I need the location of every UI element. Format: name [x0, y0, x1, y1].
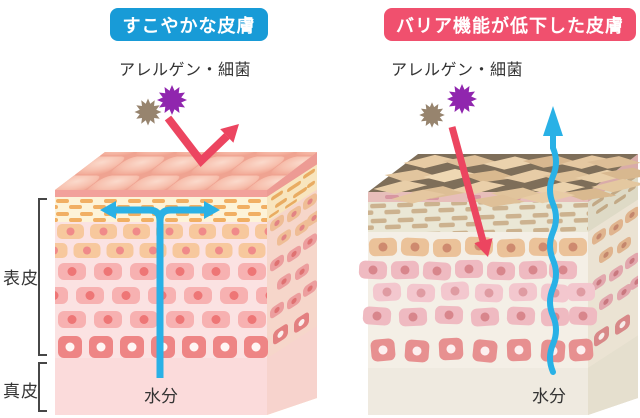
allergen-bacteria-label-left: アレルゲン・細菌: [119, 60, 252, 79]
epidermis-bracket: [38, 198, 47, 356]
bacteria-icon: [134, 98, 162, 126]
bacteria-icon: [419, 102, 445, 128]
dermis-label: 真皮: [3, 382, 39, 402]
allergen-bacteria-label-right: アレルゲン・細菌: [391, 60, 524, 79]
allergen-icon: [157, 85, 187, 115]
dermis-layer: [368, 368, 588, 415]
moisture-label-right: 水分: [532, 387, 566, 407]
healthy-skin-badge: すこやかな皮膚: [110, 8, 268, 41]
epidermis-label: 表皮: [3, 269, 39, 289]
damaged-skin-illustration: [358, 84, 640, 415]
penetrating-allergen-arrow-icon: [448, 126, 493, 257]
damaged-skin-badge: バリア機能が低下した皮膚: [384, 8, 636, 41]
healthy-skin-illustration: [55, 85, 317, 415]
deflected-allergen-arrow-icon: [164, 115, 239, 167]
dermis-bracket: [38, 362, 47, 412]
moisture-label-left: 水分: [144, 387, 178, 407]
moisture-escape-arrow-icon: [543, 106, 563, 375]
allergen-icon: [447, 84, 477, 114]
moisture-retained-arrow-icon: [100, 201, 220, 378]
